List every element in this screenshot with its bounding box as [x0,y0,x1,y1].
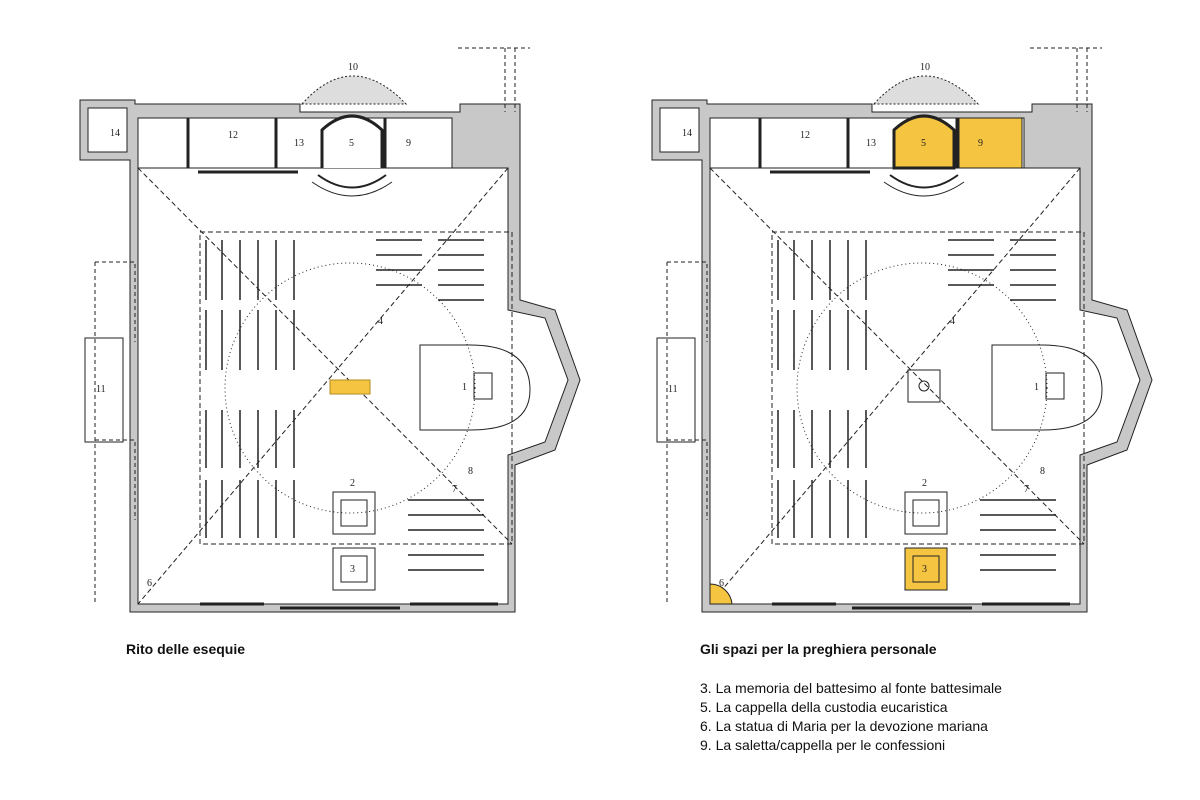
caption-personal-prayer: Gli spazi per la preghiera personale [700,641,937,657]
label-13: 13 [866,138,876,149]
label-3: 3 [350,564,355,575]
label-12: 12 [228,130,238,141]
exterior-garden-10 [300,75,408,105]
label-14: 14 [110,128,120,139]
label-3: 3 [922,564,927,575]
statue-6-highlight [709,583,733,605]
sanctuary [419,344,531,431]
chapel-5 [320,114,384,168]
label-11: 11 [96,384,106,395]
label-4: 4 [378,316,383,327]
legend-item: 3. La memoria del battesimo al fonte bat… [700,680,1002,696]
legend-item: 6. La statua di Maria per la devozione m… [700,718,988,734]
plan-drawing [79,47,581,613]
pews-right-top [376,239,484,301]
label-10: 10 [920,62,930,73]
legend-item: 9. La saletta/cappella per le confession… [700,737,946,753]
label-5: 5 [921,138,926,149]
floor-plan-personal-prayer: 14 12 13 5 9 10 4 1 11 2 3 8 7 6 [651,47,1153,613]
label-2: 2 [350,478,355,489]
label-5: 5 [349,138,354,149]
label-13: 13 [294,138,304,149]
label-9: 9 [406,138,411,149]
label-8: 8 [468,466,473,477]
coffin-highlight [329,379,371,395]
pews-left [205,240,295,538]
font-3-highlight [904,547,948,591]
legend: 3. La memoria del battesimo al fonte bat… [700,679,1002,755]
label-7: 7 [452,484,457,495]
caption-funeral-rite: Rito delle esequie [126,641,246,657]
label-8: 8 [1040,466,1045,477]
chapel-5-highlight [892,114,956,170]
label-7: 7 [1024,484,1029,495]
pews-right-bottom [408,499,484,571]
label-4: 4 [950,316,955,327]
label-10: 10 [348,62,358,73]
label-6: 6 [719,578,724,589]
label-14: 14 [682,128,692,139]
label-12: 12 [800,130,810,141]
legend-item: 5. La cappella della custodia eucaristic… [700,699,948,715]
label-2: 2 [922,478,927,489]
label-9: 9 [978,138,983,149]
label-11: 11 [668,384,678,395]
label-1: 1 [462,382,467,393]
floor-plan-funeral-rite: 14 12 13 5 9 10 4 1 11 2 3 8 7 6 [79,47,581,613]
room-9-highlight [958,117,1023,169]
label-1: 1 [1034,382,1039,393]
label-6: 6 [147,578,152,589]
